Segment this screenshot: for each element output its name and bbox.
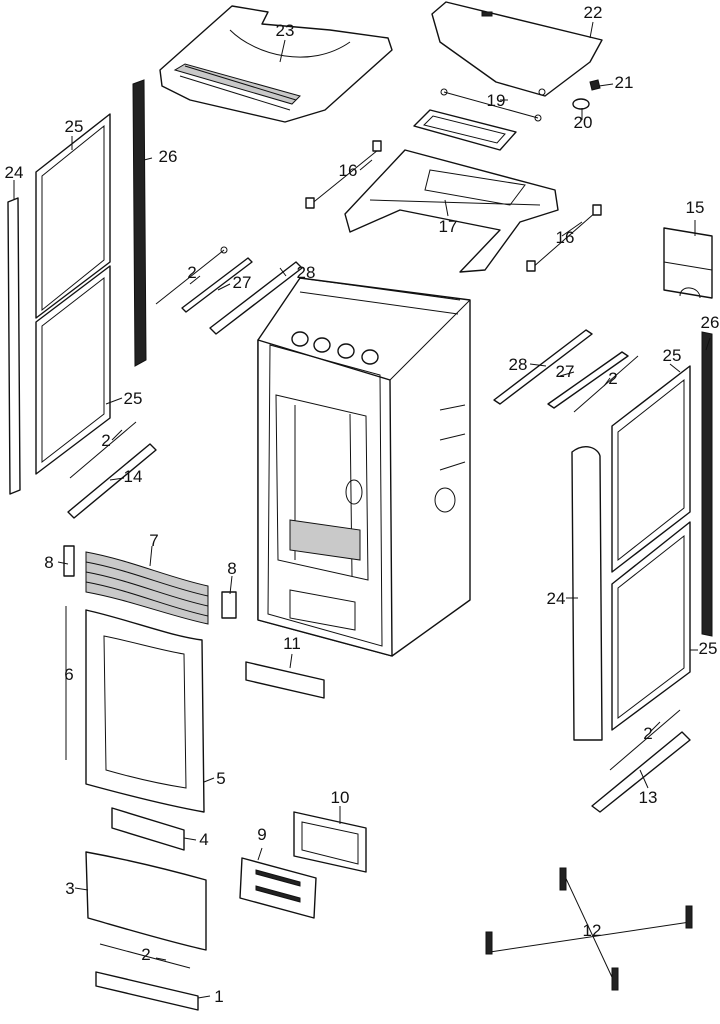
callout-2-left-upper: 2 [187, 263, 196, 282]
part-flue-gasket [413, 109, 517, 151]
part-side-panel-left [35, 113, 111, 475]
part-top-plate [431, 1, 603, 97]
part-brackets-left [67, 246, 303, 519]
part-side-strip-left [132, 79, 147, 367]
part-column-left [7, 197, 21, 495]
callout-labels: 23 22 21 19 20 16 17 16 15 25 26 24 2 27… [5, 3, 720, 1006]
part-bottom-bar [95, 971, 199, 1011]
callout-22: 22 [584, 3, 603, 22]
callout-28-right: 28 [509, 355, 528, 374]
part-plate-9 [239, 857, 317, 919]
part-door-bar [111, 807, 185, 851]
callout-8-left: 8 [44, 553, 53, 572]
part-front-grille [85, 551, 209, 625]
part-side-strip-right [701, 331, 713, 637]
callout-24-right: 24 [547, 589, 566, 608]
part-bolts [305, 140, 602, 272]
part-ash-bar [245, 661, 325, 699]
callout-19: 19 [487, 91, 506, 110]
part-front-cover [85, 851, 207, 951]
callout-26-right: 26 [701, 313, 720, 332]
callout-8-right: 8 [227, 559, 236, 578]
callout-26-left: 26 [159, 147, 178, 166]
callout-20: 20 [574, 113, 593, 132]
callout-14: 14 [124, 467, 143, 486]
part-side-panel-right [611, 365, 691, 731]
part-column-right [571, 446, 603, 741]
callout-24-left: 24 [5, 163, 24, 182]
part-small-fittings [440, 79, 601, 122]
callout-21: 21 [615, 73, 634, 92]
part-plate-10 [293, 811, 367, 873]
part-stove-body [257, 277, 471, 657]
callout-16-right: 16 [556, 228, 575, 247]
callout-3: 3 [65, 879, 74, 898]
callout-12: 12 [583, 921, 602, 940]
part-feet [485, 867, 693, 991]
callout-16-left: 16 [339, 161, 358, 180]
part-hinge-left [63, 545, 75, 577]
leader-lines [13, 21, 711, 999]
part-rear-bracket [663, 227, 713, 299]
callout-13: 13 [639, 788, 658, 807]
callout-5: 5 [216, 769, 225, 788]
callout-15: 15 [686, 198, 705, 217]
callout-7: 7 [149, 531, 158, 550]
callout-1: 1 [214, 987, 223, 1006]
callout-9: 9 [257, 825, 266, 844]
callout-4: 4 [199, 830, 208, 849]
callout-17: 17 [439, 217, 458, 236]
part-top-cover [159, 5, 393, 123]
callout-23: 23 [276, 21, 295, 40]
part-top-frame [344, 149, 559, 273]
callout-2-right-lower: 2 [643, 724, 652, 743]
callout-2-right-upper: 2 [608, 369, 617, 388]
callout-11: 11 [283, 634, 301, 653]
callout-27-left: 27 [233, 273, 252, 292]
callout-25-left-top: 25 [65, 117, 84, 136]
callout-28-left: 28 [297, 263, 316, 282]
callout-2-bottom: 2 [141, 945, 150, 964]
callout-6: 6 [64, 665, 73, 684]
callout-10: 10 [331, 788, 350, 807]
callout-2-left-lower: 2 [101, 431, 110, 450]
callout-25-right-top: 25 [663, 346, 682, 365]
part-door [85, 609, 205, 813]
callout-25-left-bottom: 25 [124, 389, 143, 408]
callout-27-right: 27 [556, 362, 575, 381]
callout-25-right-bottom: 25 [699, 639, 718, 658]
part-hinge-right [221, 591, 237, 619]
